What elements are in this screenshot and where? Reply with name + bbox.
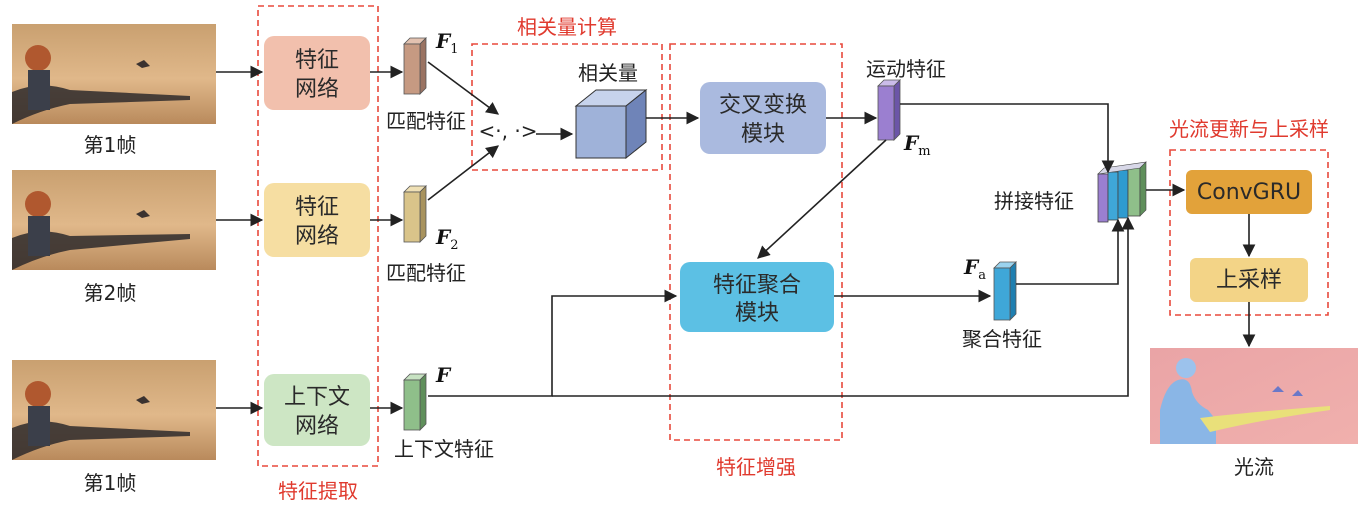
correlation-volume-cube (574, 88, 648, 160)
feature-network-2: 特征 网络 (264, 183, 370, 257)
context-network-box (264, 374, 370, 446)
tensor-aggregated (993, 261, 1017, 321)
feature-network-2-line1: 特征 (295, 195, 339, 220)
optical-flow-output (1150, 348, 1358, 444)
frame-1-bottom-label: 第1帧 (84, 471, 137, 495)
symbol-f1: F1 (435, 29, 458, 57)
feature-network-1-box (264, 36, 370, 110)
input-frame-1-top (12, 24, 216, 124)
feature-extraction-title: 特征提取 (278, 479, 358, 503)
edge-f2-dot (427, 145, 500, 201)
upsample-box (1190, 258, 1308, 302)
correlation-volume-label: 相关量 (578, 61, 638, 85)
cross-transform-line1: 交叉变换 (719, 93, 807, 118)
edge-f1-dot (427, 61, 500, 115)
feature-enhance-title: 特征增强 (716, 455, 796, 479)
symbol-fa: Fa (963, 255, 986, 283)
dot-product-operator: <·, ·> (479, 119, 538, 143)
edge-motion-concat (900, 103, 1115, 174)
convgru-label: ConvGRU (1197, 180, 1301, 205)
cross-transform-line2: 模块 (741, 122, 785, 147)
cross-transform-box (700, 82, 826, 154)
match-feature-2-label: 匹配特征 (386, 261, 466, 285)
input-frame-1-bottom (12, 360, 216, 460)
tensor-context (403, 373, 427, 431)
feature-aggregation-line1: 特征聚合 (713, 273, 801, 298)
motion-feature-label: 运动特征 (866, 57, 946, 81)
feature-aggregation-line2: 模块 (735, 301, 779, 326)
upsample-label: 上采样 (1216, 268, 1282, 293)
convgru-box (1186, 170, 1312, 214)
tensor-f1 (403, 37, 427, 95)
frame-1-label: 第1帧 (84, 133, 137, 157)
context-network: 上下文 网络 (264, 374, 370, 446)
upsample-block: 上采样 (1190, 258, 1308, 302)
feature-network-1-line1: 特征 (295, 48, 339, 73)
feature-extraction-group (257, 5, 379, 467)
feature-aggregation-module: 特征聚合 模块 (680, 262, 834, 332)
feature-network-1-line2: 网络 (295, 77, 339, 102)
edge-context-concat (552, 216, 1135, 397)
frame-2-label: 第2帧 (84, 281, 137, 305)
edge-motion-aggregation (757, 139, 887, 259)
feature-network-2-line2: 网络 (295, 224, 339, 249)
feature-enhance-group (669, 43, 843, 441)
input-frame-2 (12, 170, 216, 270)
edge-fa-concat (1016, 218, 1125, 285)
optical-flow-label: 光流 (1234, 455, 1274, 479)
correlation-group (471, 43, 663, 171)
concat-feature-label: 拼接特征 (994, 189, 1074, 213)
context-network-line1: 上下文 (284, 385, 350, 410)
feature-aggregation-box (680, 262, 834, 332)
edge-context-aggregation (428, 289, 678, 397)
context-feature-label: 上下文特征 (394, 437, 494, 461)
aggregated-feature-label: 聚合特征 (962, 327, 1042, 351)
symbol-f: F (435, 363, 452, 387)
flow-update-title: 光流更新与上采样 (1169, 117, 1329, 141)
tensor-concat (1097, 161, 1147, 223)
context-network-line2: 网络 (295, 414, 339, 439)
symbol-f2: F2 (435, 225, 458, 253)
feature-network-1: 特征 网络 (264, 36, 370, 110)
tensor-motion (877, 79, 901, 141)
tensor-f2 (403, 185, 427, 243)
feature-network-2-box (264, 183, 370, 257)
convgru-block: ConvGRU (1186, 170, 1312, 214)
edges (216, 61, 1256, 415)
symbol-fm: Fm (903, 131, 931, 159)
correlation-group-title: 相关量计算 (517, 15, 617, 39)
cross-transform-module: 交叉变换 模块 (700, 82, 826, 154)
match-feature-1-label: 匹配特征 (386, 109, 466, 133)
